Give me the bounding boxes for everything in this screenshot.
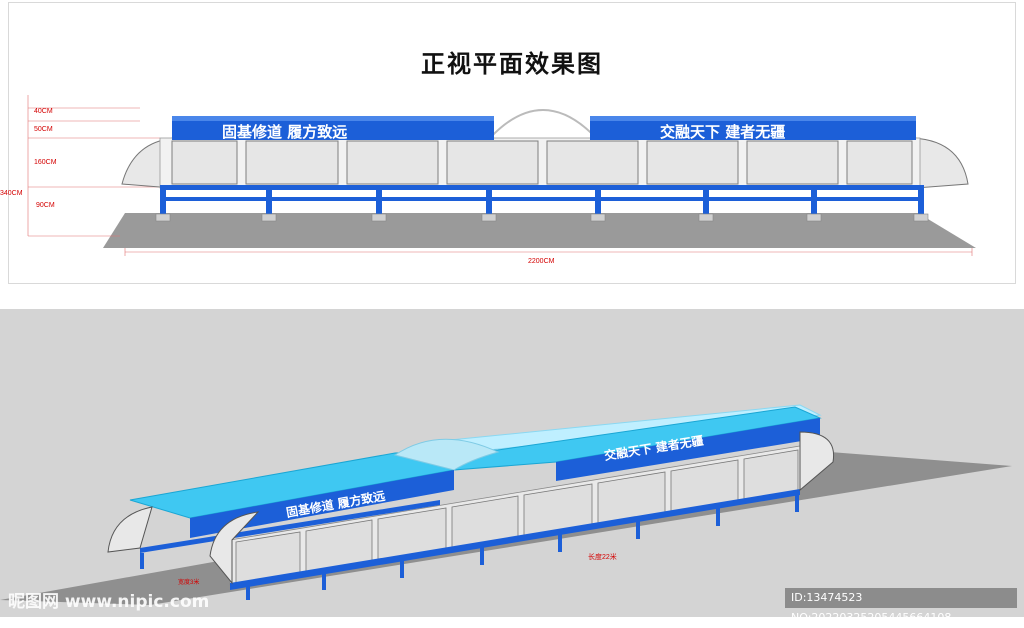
- dim-160cm: 160CM: [34, 159, 57, 166]
- display-boards: [171, 140, 913, 185]
- persp-sign-right: [556, 418, 820, 481]
- persp-end-cap-back: [107, 506, 153, 553]
- persp-boards: [235, 449, 799, 584]
- watermark-logo: 昵图网 www.nipic.com: [8, 592, 210, 612]
- width-label: 宽度3米: [178, 578, 199, 586]
- length-label: 长度22米: [588, 552, 617, 561]
- sign-right-text: 交融天下 建者无疆: [660, 123, 785, 141]
- center-arch: [487, 109, 599, 141]
- sign-left-top: [172, 116, 494, 121]
- dim-90cm: 90CM: [36, 202, 55, 209]
- page-title: 正视平面效果图: [421, 50, 603, 78]
- perspective-arch: [393, 438, 500, 471]
- lower-rail: [160, 197, 920, 201]
- post-bases: [155, 213, 929, 222]
- watermark-id: ID:13474523 NO:20220325205445664108: [785, 588, 1017, 624]
- persp-end-cap-front: [209, 511, 260, 585]
- sign-right-top: [590, 116, 916, 121]
- sign-right-board: [590, 120, 916, 140]
- perspective-view: 交融天下 建者无疆 固基修道 履方致远: [0, 404, 1012, 605]
- dim-40cm: 40CM: [34, 108, 53, 115]
- persp-rail: [230, 489, 800, 590]
- support-posts: [160, 185, 924, 215]
- sign-left-board: [172, 120, 494, 140]
- persp-sign-left: [190, 470, 454, 538]
- dim-50cm: 50CM: [34, 126, 53, 133]
- dim-340cm: 340CM: [0, 190, 23, 197]
- sign-left-text: 固基修道 履方致远: [222, 123, 347, 141]
- ground-plane: [103, 213, 976, 248]
- front-view: 40CM 50CM 160CM 340CM 90CM 2200CM: [0, 95, 976, 265]
- dimension-lines: [27, 95, 973, 256]
- persp-end-cap-right: [799, 431, 835, 492]
- persp-posts: [140, 494, 799, 600]
- bottom-rail: [160, 185, 920, 190]
- dim-2200cm: 2200CM: [528, 258, 555, 265]
